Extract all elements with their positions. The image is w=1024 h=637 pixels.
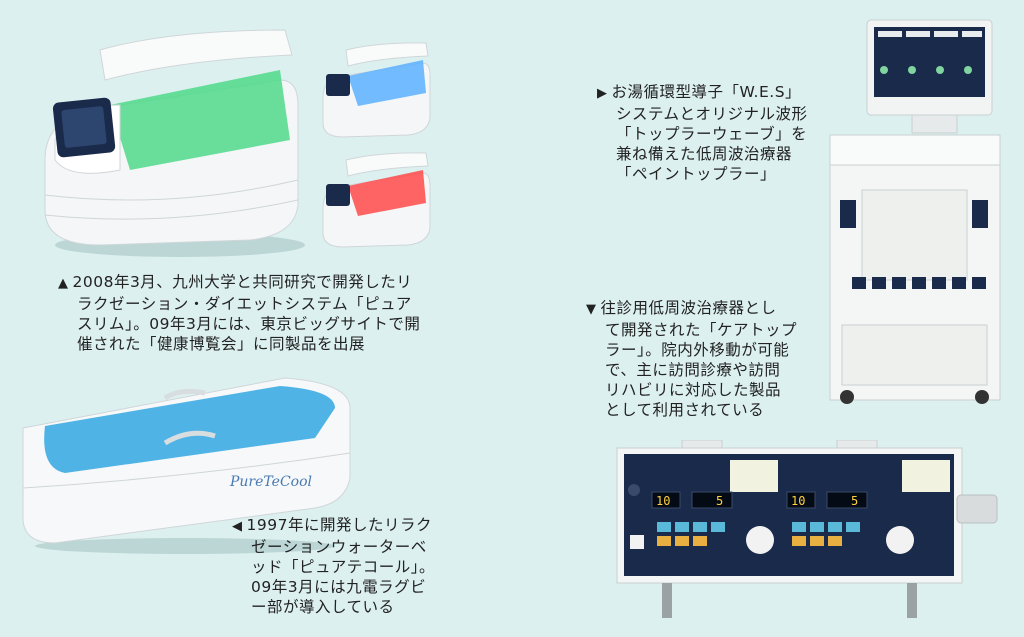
caption-line: 09年3月には九電ラグビ	[251, 578, 427, 596]
pure-tecool-image: PureTeCool	[22, 377, 351, 554]
caption-marker: ▲	[58, 276, 69, 291]
pure-slim-red-image	[322, 152, 431, 248]
caption-line: 催された「健康博覧会」に同製品を出展	[77, 335, 366, 353]
caption-line: スリム」。09年3月には、東京ビッグサイトで開	[77, 315, 421, 333]
caption-line: ッド「ピュアテコール」。	[251, 558, 435, 576]
caption-care-topler: ▼往診用低周波治療器とし て開発された「ケアトップ ラー」。院内外移動が可能 で…	[586, 298, 797, 420]
caption-line: 1997年に開発したリラク	[246, 516, 432, 534]
caption-line: お湯循環型導子「W.E.S」	[611, 83, 802, 101]
pure-slim-large-image	[44, 29, 305, 257]
caption-marker: ▶	[597, 86, 608, 101]
caption-line: 「ペイントップラー」	[616, 165, 777, 183]
caption-line: システムとオリジナル波形	[616, 105, 808, 123]
caption-line: ー部が導入している	[251, 598, 395, 616]
caption-line: リハビリに対応した製品	[605, 381, 782, 399]
caption-line: ラクゼーション・ダイエットシステム「ピュア	[77, 295, 412, 313]
caption-line: ラー」。院内外移動が可能	[605, 341, 790, 359]
caption-line: 往診用低周波治療器とし	[600, 299, 777, 317]
caption-pure-tecool: ◀1997年に開発したリラク ゼーションウォーターベ ッド「ピュアテコール」。 …	[232, 515, 435, 617]
caption-line: で、主に訪問診療や訪問	[605, 361, 781, 379]
caption-line: て開発された「ケアトップ	[605, 321, 798, 339]
paint-topler-image	[829, 19, 1001, 404]
caption-line: 兼ね備えた低周波治療器	[616, 145, 793, 163]
caption-line: ゼーションウォーターベ	[251, 538, 427, 556]
caption-line: 「トップラーウェーブ」を	[616, 125, 808, 143]
pure-slim-blue-image	[322, 42, 431, 138]
caption-marker: ▼	[586, 302, 597, 317]
care-display-left-b: 5	[716, 494, 723, 508]
care-display-left-a: 10	[656, 494, 670, 508]
caption-pure-slim: ▲2008年3月、九州大学と共同研究で開発したリ ラクゼーション・ダイエットシス…	[58, 272, 420, 354]
caption-paint-topler: ▶お湯循環型導子「W.E.S」 システムとオリジナル波形 「トップラーウェーブ」…	[597, 82, 808, 184]
caption-line: として利用されている	[605, 401, 765, 419]
care-display-right-a: 10	[791, 494, 805, 508]
care-topler-image: 10 5 10 5	[616, 440, 998, 618]
caption-line: 2008年3月、九州大学と共同研究で開発したリ	[72, 273, 413, 291]
pure-tecool-logo: PureTeCool	[229, 474, 312, 490]
caption-marker: ◀	[232, 519, 243, 534]
care-display-right-b: 5	[851, 494, 858, 508]
